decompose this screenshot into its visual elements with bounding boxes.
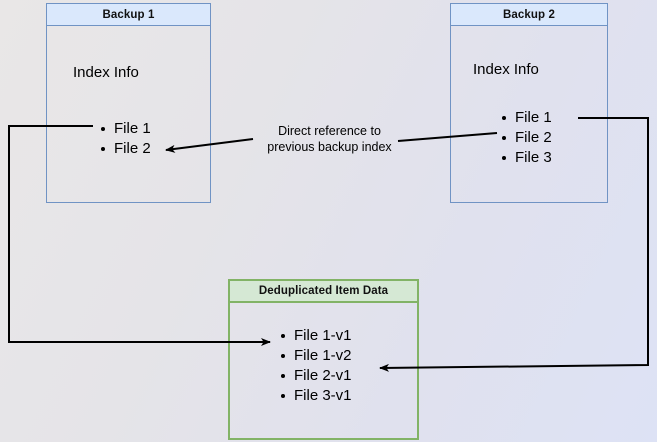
direct-reference-caption: Direct reference to previous backup inde…	[257, 123, 402, 155]
list-item: File 1-v1	[281, 326, 352, 346]
deduplicated-item-data-box: Deduplicated Item Data File 1-v1 File 1-…	[228, 279, 419, 440]
caption-line-1: Direct reference to	[278, 124, 381, 138]
list-item: File 3-v1	[281, 386, 352, 406]
backup-2-box: Backup 2 Index Info File 1 File 2 File 3	[450, 3, 608, 203]
backup-1-header: Backup 1	[47, 4, 210, 26]
backup-1-box: Backup 1 Index Info File 1 File 2	[46, 3, 211, 203]
list-item: File 2	[502, 128, 552, 148]
backup-1-index-label: Index Info	[73, 64, 139, 81]
list-item: File 2-v1	[281, 366, 352, 386]
backup-1-title: Backup 1	[102, 8, 155, 21]
list-item: File 1	[101, 119, 151, 139]
dedup-title: Deduplicated Item Data	[258, 285, 389, 297]
dedup-item-list: File 1-v1 File 1-v2 File 2-v1 File 3-v1	[281, 326, 352, 406]
list-item: File 3	[502, 148, 552, 168]
list-item: File 2	[101, 139, 151, 159]
backup-2-title: Backup 2	[503, 8, 555, 21]
backup-1-file-list: File 1 File 2	[101, 119, 151, 159]
dedup-body: File 1-v1 File 1-v2 File 2-v1 File 3-v1	[230, 303, 417, 438]
list-item: File 1	[502, 108, 552, 128]
dedup-header: Deduplicated Item Data	[230, 281, 417, 303]
caption-line-2: previous backup index	[267, 140, 392, 154]
backup-2-index-label: Index Info	[473, 61, 539, 78]
backup-1-body: Index Info File 1 File 2	[47, 26, 210, 202]
list-item: File 1-v2	[281, 346, 352, 366]
backup-2-file-list: File 1 File 2 File 3	[502, 108, 552, 168]
backup-2-body: Index Info File 1 File 2 File 3	[451, 26, 607, 202]
backup-2-header: Backup 2	[451, 4, 607, 26]
